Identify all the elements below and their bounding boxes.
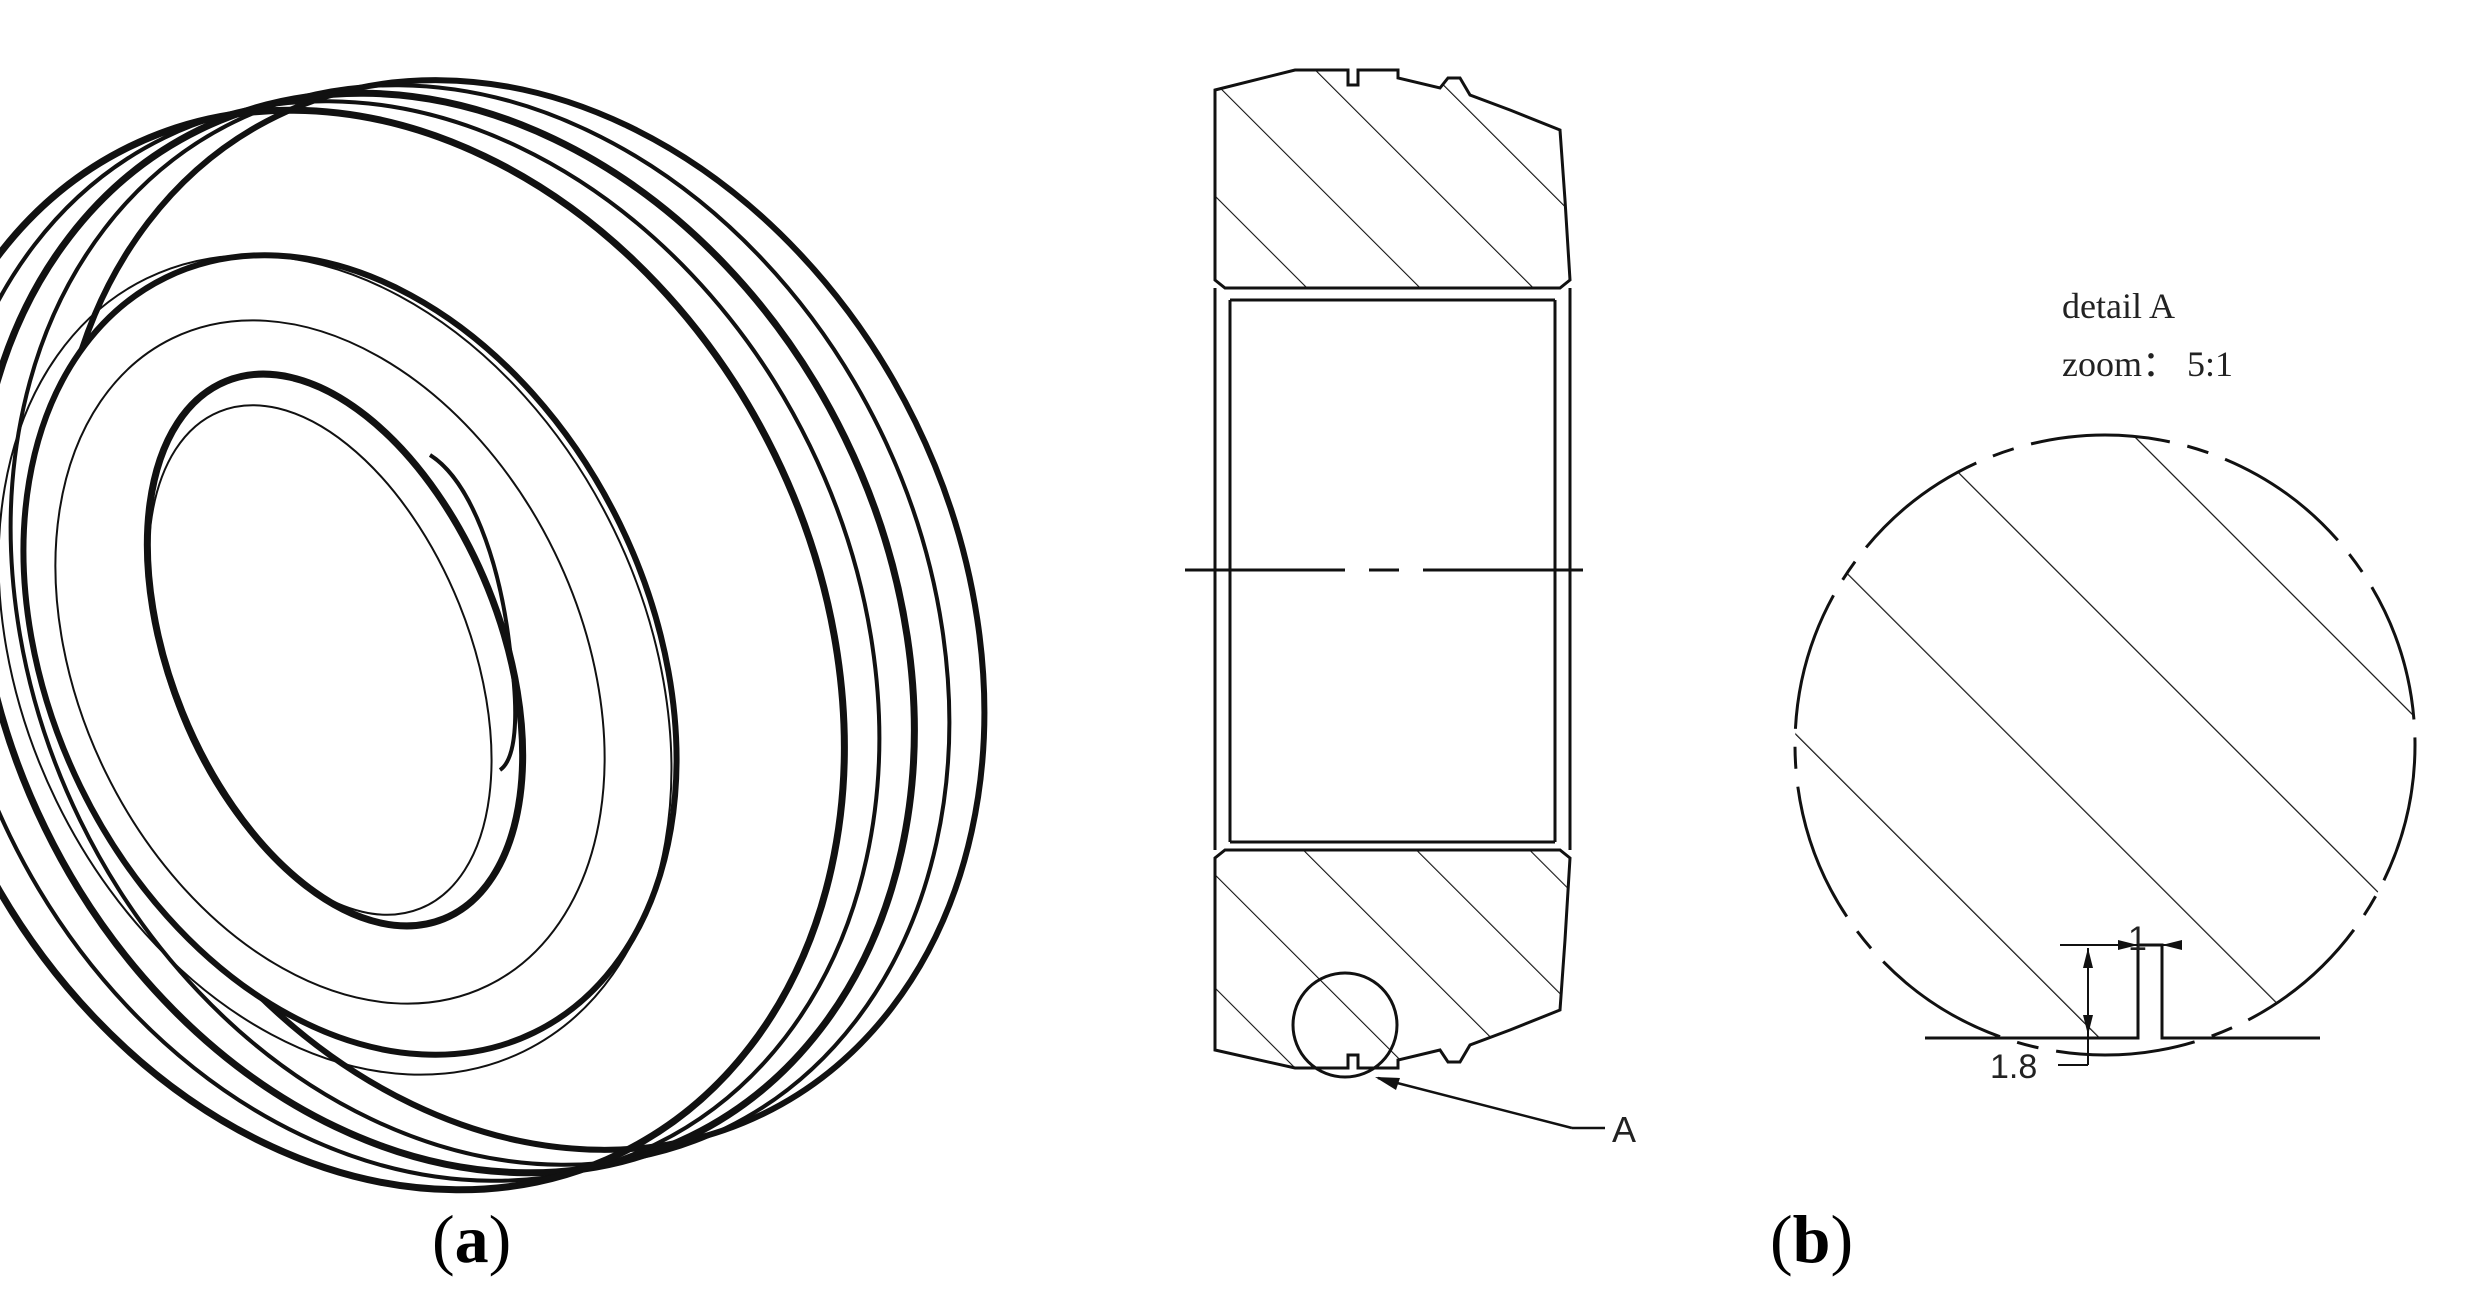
- caption-b: (b): [1770, 1200, 1853, 1279]
- ring-groove-0: [0, 106, 848, 1194]
- ring-groove-1: [0, 99, 882, 1183]
- callout-arrow: [1375, 1077, 1400, 1090]
- section-top: [1213, 68, 1572, 290]
- cross-section-drawing: A: [1185, 68, 1636, 1150]
- ring-bore-back: [428, 453, 518, 772]
- ring-groove-3: [8, 83, 952, 1167]
- caption-b-close: ): [1830, 1201, 1854, 1277]
- dim-depth-arrow-top: [2083, 948, 2093, 968]
- isometric-ring-drawing: [0, 77, 988, 1194]
- caption-b-open: (: [1770, 1201, 1793, 1277]
- dim-depth-arrow-bot: [2083, 1015, 2093, 1035]
- caption-a: (a): [432, 1200, 511, 1279]
- ring-front-chamfer: [54, 319, 606, 1005]
- ring-bore-outer: [143, 370, 527, 930]
- dim-depth-label: 1.8: [1990, 1048, 2037, 1086]
- ring-bore-inner: [147, 404, 493, 916]
- callout-leader: [1377, 1076, 1573, 1130]
- caption-a-open: (: [432, 1201, 455, 1277]
- callout-label: A: [1612, 1109, 1636, 1150]
- detail-a-view: 1 1.8: [1793, 433, 2417, 1086]
- dim-width-label: 1: [2128, 920, 2147, 958]
- caption-a-letter: a: [454, 1201, 489, 1277]
- ring-front-edge: [0, 254, 673, 1076]
- detail-title: detail A: [2062, 286, 2175, 326]
- section-bottom: [1213, 848, 1572, 1070]
- detail-circle-marker: [1291, 971, 1399, 1079]
- dim-width-arrow-right: [2162, 940, 2182, 950]
- caption-a-close: ): [488, 1201, 512, 1277]
- detail-zoom: zoom： 5:1: [2062, 344, 2233, 384]
- caption-b-letter: b: [1792, 1201, 1831, 1277]
- detail-section: [1795, 435, 2415, 1038]
- ring-groove-2: [0, 89, 918, 1177]
